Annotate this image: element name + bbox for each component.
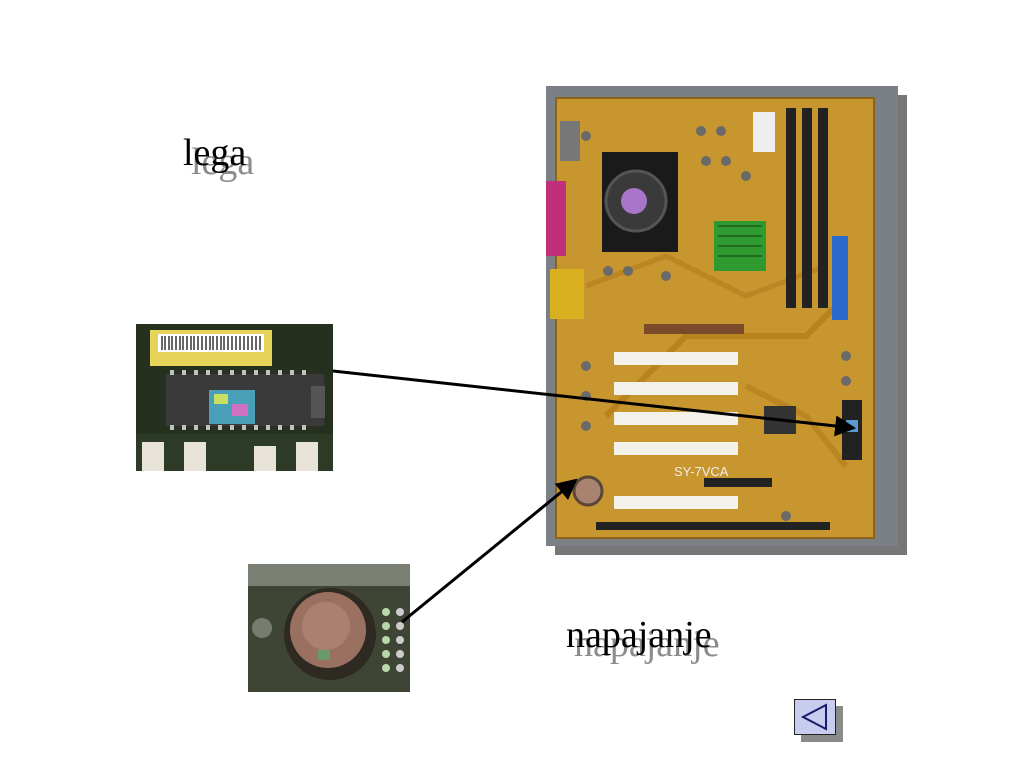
chip-label: lega lega xyxy=(183,132,254,181)
triangle-left-icon xyxy=(800,703,827,731)
motherboard-model-text: SY-7VCA xyxy=(674,464,729,479)
battery-label-shadow: napajanje xyxy=(574,623,720,665)
chip-label-text: lega xyxy=(183,132,247,174)
motherboard-photo: SY-7VCA xyxy=(546,86,898,546)
battery-label: napajanje napajanje xyxy=(566,614,720,663)
back-button[interactable] xyxy=(794,699,836,735)
chip-label-shadow: lega xyxy=(191,141,255,183)
bios-chip-photo xyxy=(136,324,333,471)
battery-photo xyxy=(248,564,410,692)
battery-label-text: napajanje xyxy=(566,614,712,656)
